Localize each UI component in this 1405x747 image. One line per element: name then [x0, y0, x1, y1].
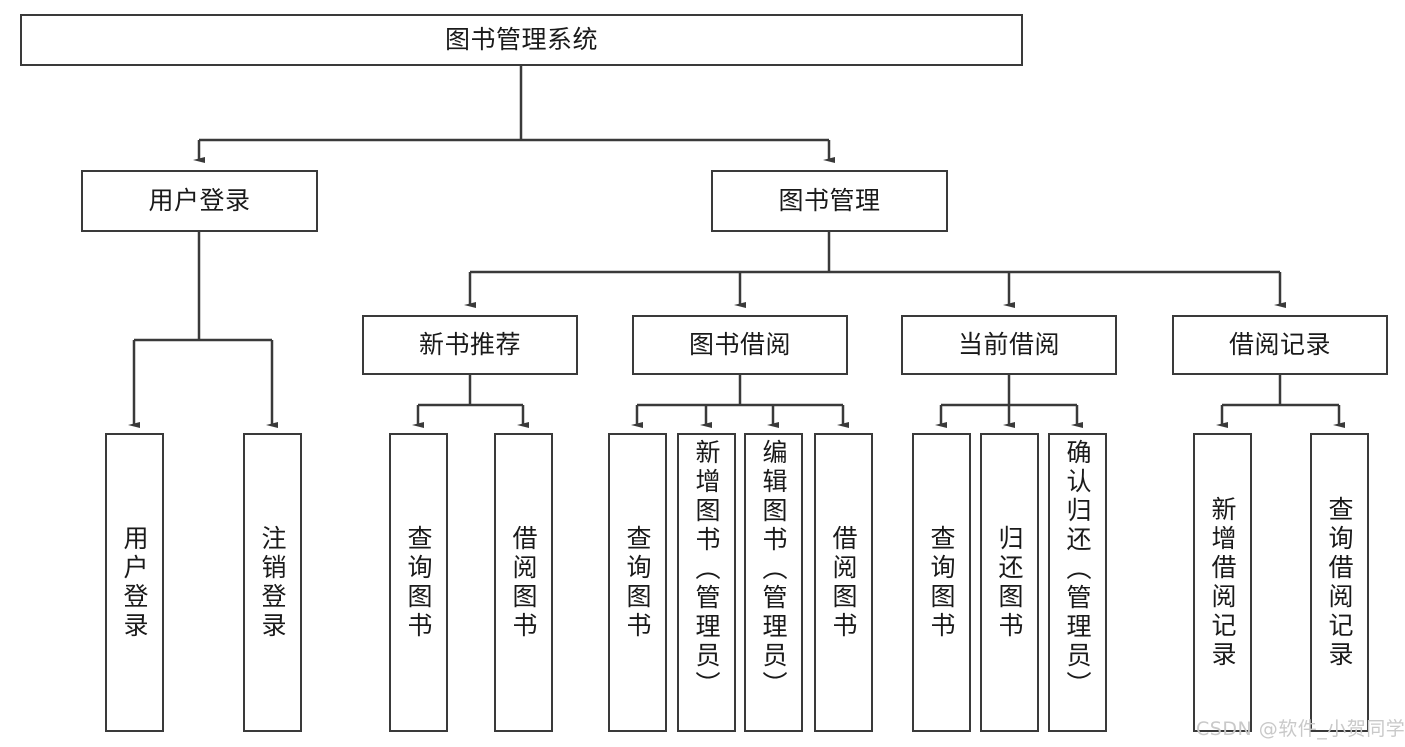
node-label: 查询借阅记录	[1325, 495, 1354, 670]
node-root-system[interactable]: 图书管理系统	[20, 14, 1023, 66]
leaf-edit-book-admin[interactable]: 编辑图书（管理员）	[744, 433, 803, 732]
node-label: 查询图书	[927, 524, 956, 641]
node-label: 查询图书	[404, 524, 433, 641]
node-label: 新增图书（管理员）	[692, 439, 721, 700]
leaf-query-book-current[interactable]: 查询图书	[912, 433, 971, 732]
node-borrow-record[interactable]: 借阅记录	[1172, 315, 1388, 375]
node-label: 确认归还（管理员）	[1063, 439, 1092, 700]
node-current-borrow[interactable]: 当前借阅	[901, 315, 1117, 375]
node-label: 图书管理	[778, 185, 881, 215]
leaf-user-logout[interactable]: 注销登录	[243, 433, 302, 732]
node-label: 归还图书	[995, 524, 1024, 641]
node-new-book-recommend[interactable]: 新书推荐	[362, 315, 578, 375]
node-label: 用户登录	[120, 524, 149, 641]
node-label: 借阅图书	[509, 524, 538, 641]
node-label: 借阅图书	[829, 524, 858, 641]
node-label: 注销登录	[258, 524, 287, 641]
leaf-add-borrow-record[interactable]: 新增借阅记录	[1193, 433, 1252, 732]
node-book-borrow[interactable]: 图书借阅	[632, 315, 848, 375]
csdn-watermark: CSDN @软件_小贺同学	[1196, 718, 1405, 740]
leaf-return-book[interactable]: 归还图书	[980, 433, 1039, 732]
node-label: 查询图书	[623, 524, 652, 641]
node-label: 编辑图书（管理员）	[759, 439, 788, 700]
leaf-user-login[interactable]: 用户登录	[105, 433, 164, 732]
leaf-query-borrow-record[interactable]: 查询借阅记录	[1310, 433, 1369, 732]
node-label: 借阅记录	[1228, 329, 1331, 359]
leaf-borrow-book[interactable]: 借阅图书	[814, 433, 873, 732]
node-label: 新增借阅记录	[1208, 495, 1237, 670]
leaf-borrow-book-recommend[interactable]: 借阅图书	[494, 433, 553, 732]
leaf-query-book-borrow[interactable]: 查询图书	[608, 433, 667, 732]
node-label: 新书推荐	[418, 329, 521, 359]
node-book-management[interactable]: 图书管理	[711, 170, 948, 232]
node-label: 图书管理系统	[444, 24, 598, 54]
node-label: 图书借阅	[688, 329, 791, 359]
leaf-confirm-return-admin[interactable]: 确认归还（管理员）	[1048, 433, 1107, 732]
node-user-login[interactable]: 用户登录	[81, 170, 318, 232]
leaf-query-book-recommend[interactable]: 查询图书	[389, 433, 448, 732]
node-label: 当前借阅	[957, 329, 1060, 359]
node-label: 用户登录	[148, 185, 251, 215]
leaf-add-book-admin[interactable]: 新增图书（管理员）	[677, 433, 736, 732]
